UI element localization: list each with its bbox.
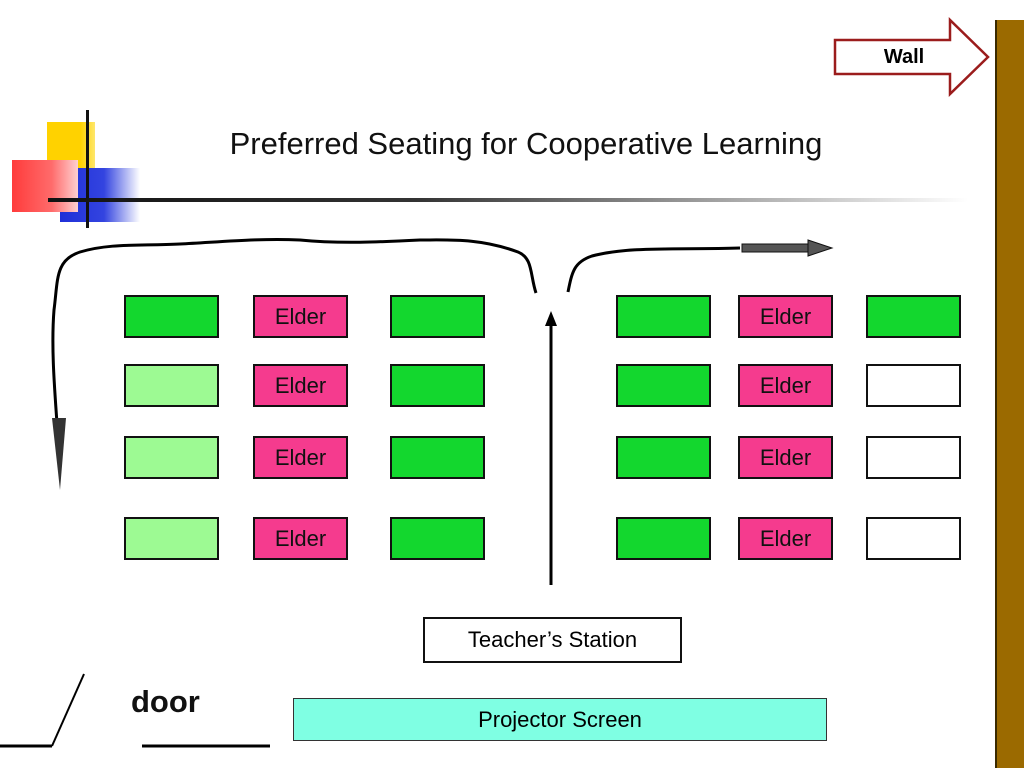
- desk-r2-1: [616, 364, 711, 407]
- desk-elder-l3: Elder: [253, 436, 348, 479]
- desk-l3-3: [390, 436, 485, 479]
- page-title: Preferred Seating for Cooperative Learni…: [229, 126, 823, 161]
- teacher-station: Teacher’s Station: [423, 617, 682, 663]
- projector-screen: Projector Screen: [293, 698, 827, 741]
- logo-vertical-line: [86, 110, 89, 228]
- wall-label: Wall: [883, 46, 925, 68]
- desk-l1-3: [390, 295, 485, 338]
- desk-elder-l2: Elder: [253, 364, 348, 407]
- desk-elder-r3: Elder: [738, 436, 833, 479]
- desk-elder-r2: Elder: [738, 364, 833, 407]
- door-label: door: [131, 684, 200, 719]
- desk-r2-3: [866, 364, 961, 407]
- desk-l2-3: [390, 364, 485, 407]
- desk-elder-r1: Elder: [738, 295, 833, 338]
- desk-r4-1: [616, 517, 711, 560]
- desk-elder-l4: Elder: [253, 517, 348, 560]
- desk-elder-l1: Elder: [253, 295, 348, 338]
- wall-arrow: [833, 17, 990, 97]
- desk-l1-1: [124, 295, 219, 338]
- desk-l3-1: [124, 436, 219, 479]
- desk-r1-3: [866, 295, 961, 338]
- desk-elder-r4: Elder: [738, 517, 833, 560]
- desk-l2-1: [124, 364, 219, 407]
- logo-red-square: [12, 160, 78, 212]
- title-underline: [48, 198, 968, 202]
- desk-r1-1: [616, 295, 711, 338]
- corner-logo: [0, 105, 140, 230]
- desk-r4-3: [866, 517, 961, 560]
- wall: [995, 20, 1024, 768]
- desk-r3-3: [866, 436, 961, 479]
- desk-r3-1: [616, 436, 711, 479]
- desk-l4-3: [390, 517, 485, 560]
- door-symbol: [0, 673, 270, 748]
- desk-l4-1: [124, 517, 219, 560]
